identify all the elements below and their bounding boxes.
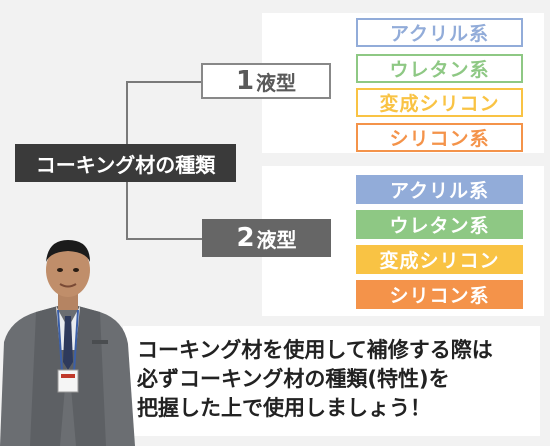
presenter-photo — [0, 240, 135, 446]
two-part-urethane: ウレタン系 — [356, 210, 523, 239]
leaf-label: 変成シリコン — [379, 93, 500, 115]
two-part-acrylic: アクリル系 — [356, 175, 523, 204]
leaf-label: ウレタン系 — [389, 215, 490, 237]
leaf-label: シリコン系 — [389, 285, 490, 307]
root-node: コーキング材の種類 — [15, 144, 236, 182]
two-part-silicone: シリコン系 — [356, 280, 523, 309]
speech-bubble: コーキング材を使用して補修する際は 必ずコーキング材の種類(特性)を 把握した上… — [123, 326, 540, 436]
one-part-label: 液型 — [256, 70, 297, 95]
one-part-number: 1 — [235, 66, 255, 96]
one-part-acrylic: アクリル系 — [356, 18, 523, 47]
one-part-modified-silicone: 変成シリコン — [356, 88, 523, 117]
leaf-label: アクリル系 — [389, 23, 490, 45]
leaf-label: 変成シリコン — [379, 250, 500, 272]
two-part-label: 液型 — [256, 227, 297, 252]
leaf-label: シリコン系 — [389, 128, 490, 150]
leaf-label: ウレタン系 — [389, 59, 490, 81]
one-part-silicone: シリコン系 — [356, 123, 523, 152]
speech-line-1: コーキング材を使用して補修する際は — [137, 338, 493, 362]
speech-line-2: 必ずコーキング材の種類(特性)を — [137, 367, 450, 391]
two-part-number: 2 — [236, 223, 255, 253]
root-label: コーキング材の種類 — [35, 152, 216, 177]
connector-to-one-part — [126, 81, 202, 83]
one-part-urethane: ウレタン系 — [356, 54, 523, 83]
connector-to-two-part — [126, 238, 202, 240]
speech-text: コーキング材を使用して補修する際は 必ずコーキング材の種類(特性)を 把握した上… — [137, 336, 493, 423]
leaf-label: アクリル系 — [389, 180, 490, 202]
speech-line-3: 把握した上で使用しましょう！ — [137, 396, 431, 420]
two-part-modified-silicone: 変成シリコン — [356, 245, 523, 274]
